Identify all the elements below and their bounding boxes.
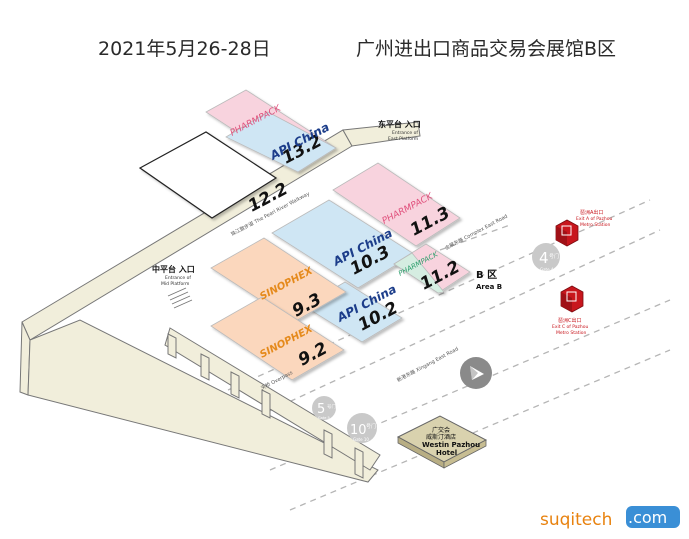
area-b-label: B 区 Area B xyxy=(476,269,502,291)
svg-text:B 区: B 区 xyxy=(476,269,497,281)
svg-text:Exit C of Pazhou: Exit C of Pazhou xyxy=(552,324,589,330)
svg-text:4: 4 xyxy=(539,249,549,267)
svg-text:suqitech: suqitech xyxy=(540,510,612,530)
metro-exit-a[interactable]: 琶洲A出口 Exit A of Pazhou Metro Station xyxy=(555,209,612,247)
hall-9-2[interactable] xyxy=(210,296,345,381)
svg-text:Gate 5: Gate 5 xyxy=(318,416,330,420)
xingang-east-road-label: 新港东路 Xingang East Road xyxy=(396,345,460,383)
overpass-label: 天桥 Overpass xyxy=(260,369,295,392)
svg-text:Gate 10: Gate 10 xyxy=(353,437,369,442)
svg-text:广交会: 广交会 xyxy=(432,426,450,434)
hall-11-3[interactable] xyxy=(332,162,461,247)
venue-heading: 广州进出口商品交易会展馆B区 xyxy=(356,38,617,60)
svg-text:Hotel: Hotel xyxy=(436,449,457,457)
gate-5[interactable]: 5 号门 Gate 5 xyxy=(312,396,336,420)
westin-pazhou-hotel[interactable]: 广交会 威斯汀酒店 Westin Pazhou Hotel xyxy=(396,415,488,469)
east-platform-entrance[interactable]: 东平台 入口 Entrance of East Platform xyxy=(378,119,421,142)
stairs xyxy=(167,287,193,309)
svg-text:Area B: Area B xyxy=(476,283,502,291)
svg-text:Metro Station: Metro Station xyxy=(556,330,586,336)
svg-text:Exit A of Pazhou: Exit A of Pazhou xyxy=(576,216,612,222)
svg-text:号门: 号门 xyxy=(366,423,376,430)
svg-text:Westin Pazhou: Westin Pazhou xyxy=(422,441,480,449)
svg-text:Entrance of: Entrance of xyxy=(165,275,191,281)
svg-text:中平台 入口: 中平台 入口 xyxy=(152,264,195,274)
hall-12-2[interactable] xyxy=(138,131,278,219)
date-heading: 2021年5月26-28日 xyxy=(98,38,271,60)
gate-4[interactable]: 4 号门 Gate 4 xyxy=(532,243,560,272)
svg-text:Mid Platform: Mid Platform xyxy=(161,281,189,287)
svg-text:Metro Station: Metro Station xyxy=(580,222,610,228)
gate-10[interactable]: 10 号门 Gate 10 xyxy=(347,413,377,443)
hall-13-2[interactable] xyxy=(205,89,337,173)
svg-text:东平台 入口: 东平台 入口 xyxy=(378,119,421,129)
svg-text:Gate 4: Gate 4 xyxy=(540,267,554,272)
hall-11-2[interactable] xyxy=(393,243,471,294)
svg-text:号门: 号门 xyxy=(549,253,559,260)
mid-platform-entrance[interactable]: 中平台 入口 Entrance of Mid Platform xyxy=(152,264,195,287)
svg-text:威斯汀酒店: 威斯汀酒店 xyxy=(426,433,456,441)
svg-text:号门: 号门 xyxy=(327,403,336,410)
svg-text:琶洲C出口: 琶洲C出口 xyxy=(558,317,582,324)
svg-text:East Platform: East Platform xyxy=(388,136,418,142)
north-arrow-icon xyxy=(460,357,492,389)
suqitech-watermark: suqitech .com xyxy=(540,506,680,530)
overpass-pillars xyxy=(167,333,364,479)
svg-text:Entrance of: Entrance of xyxy=(392,130,418,136)
metro-exit-c[interactable]: 琶洲C出口 Exit C of Pazhou Metro Station xyxy=(552,285,589,336)
svg-text:琶洲A出口: 琶洲A出口 xyxy=(580,209,603,216)
svg-text:5: 5 xyxy=(317,402,325,417)
svg-text:10: 10 xyxy=(350,423,367,438)
svg-text:.com: .com xyxy=(628,508,667,527)
